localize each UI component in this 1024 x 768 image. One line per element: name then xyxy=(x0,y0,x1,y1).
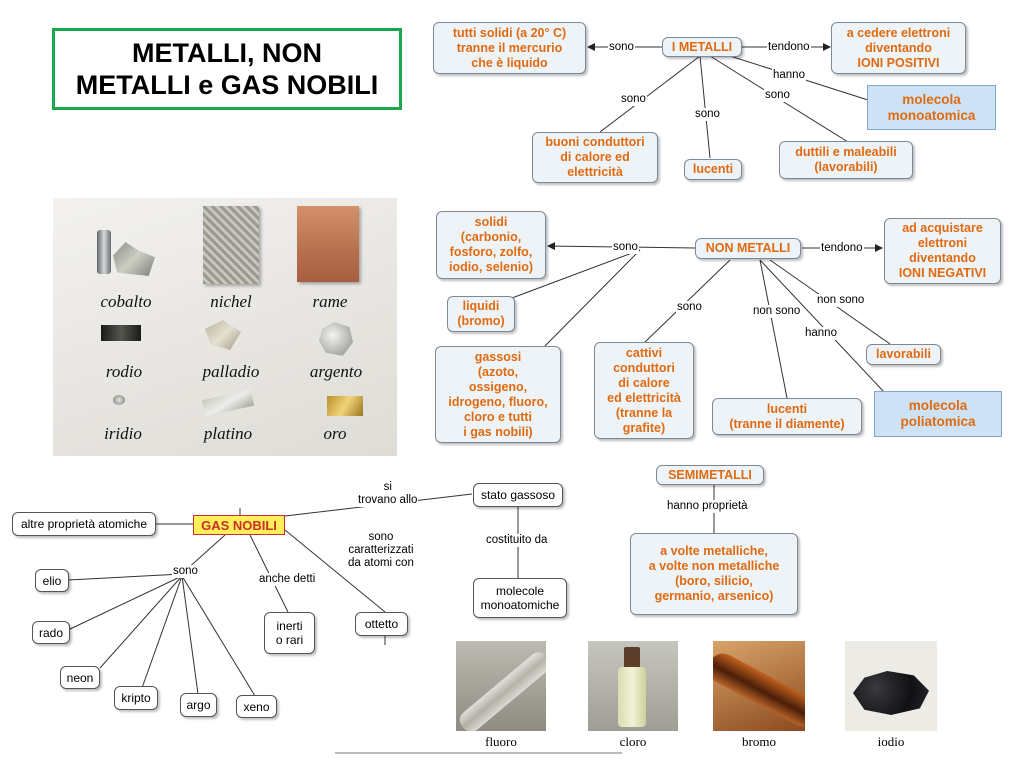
metalli-duttili-node[interactable]: duttili e maleabili (lavorabili) xyxy=(779,141,913,179)
nonmetalli-label-hanno: hanno xyxy=(804,327,838,340)
nonmetalli-cattivi-node[interactable]: cattivi conduttori di calore ed elettric… xyxy=(594,342,694,439)
link-sono-argo xyxy=(181,575,199,695)
cobalto-sample xyxy=(93,222,155,282)
link-metalli-conduttori xyxy=(599,55,701,133)
nonmetalli-label-non-sono-a: non sono xyxy=(752,305,802,318)
page-title-line2: METALLI e GAS NOBILI xyxy=(75,70,379,100)
link-nonmetalli-lucenti xyxy=(759,259,788,399)
rame-sample xyxy=(297,206,359,282)
link-sono-kripto xyxy=(141,575,183,689)
iridio-sample xyxy=(113,395,125,405)
argento-sample xyxy=(319,322,353,356)
metalli-molecola-node[interactable]: molecola monoatomica xyxy=(867,85,996,130)
oro-sample xyxy=(327,396,363,416)
gas-stato-gassoso-node[interactable]: stato gassoso xyxy=(473,483,563,507)
caption-bromo: bromo xyxy=(742,734,776,749)
nonmetalli-label-sono-mid: sono xyxy=(676,301,703,314)
gas-label-sono: sono xyxy=(172,565,199,578)
link-metalli-lucenti xyxy=(699,55,711,159)
semimetalli-desc-node[interactable]: a volte metalliche, a volte non metallic… xyxy=(630,533,798,615)
metal-name-palladio: palladio xyxy=(202,362,260,381)
metal-name-rame: rame xyxy=(312,292,348,311)
metalli-label-sono-a: sono xyxy=(620,93,647,106)
gas-label-caratterizzati: sono caratterizzati da atomi con xyxy=(347,531,415,570)
gas-element-xeno[interactable]: xeno xyxy=(236,695,277,718)
gas-element-neon[interactable]: neon xyxy=(60,666,100,689)
nonmetalli-label-sono-left: sono xyxy=(612,241,639,254)
palladio-sample xyxy=(205,320,241,350)
metalli-conduttori-node[interactable]: buoni conduttori di calore ed elettricit… xyxy=(532,132,658,183)
gas-nobili-root-node[interactable]: GAS NOBILI xyxy=(193,515,285,535)
metalli-ioni-node[interactable]: a cedere elettroni diventando IONI POSIT… xyxy=(831,22,966,74)
nonmetalli-liquidi-node[interactable]: liquidi (bromo) xyxy=(447,296,515,332)
link-sono-xeno xyxy=(181,575,256,697)
gas-element-argo[interactable]: argo xyxy=(180,693,217,717)
nonmetalli-gassosi-node[interactable]: gassosi (azoto, ossigeno, idrogeno, fluo… xyxy=(435,346,561,443)
gas-inerti-node[interactable]: inerti o rari xyxy=(264,612,315,654)
metals-photo: cobalto nichel rame rodio palladio argen… xyxy=(53,198,397,456)
gas-label-si-trovano: si trovano allo xyxy=(357,481,419,507)
gas-element-kripto[interactable]: kripto xyxy=(114,686,158,710)
gas-label-costituito: costituito da xyxy=(485,534,549,547)
nonmetalli-ioni-node[interactable]: ad acquistare elettroni diventando IONI … xyxy=(884,218,1001,284)
gas-element-elio[interactable]: elio xyxy=(35,569,69,592)
nonmetalli-lucenti-node[interactable]: lucenti (tranne il diamente) xyxy=(712,398,862,435)
metalli-root-node[interactable]: I METALLI xyxy=(662,37,742,57)
caption-iodio: iodio xyxy=(877,734,905,749)
link-nonmetalli-gassosi xyxy=(544,249,641,347)
nonmetalli-molecola-node[interactable]: molecola poliatomica xyxy=(874,391,1002,437)
metalli-label-sono-b: sono xyxy=(694,108,721,121)
link-sono-rado xyxy=(67,575,183,631)
nonmetalli-root-node[interactable]: NON METALLI xyxy=(695,238,801,259)
link-nonmetalli-liquidi xyxy=(511,249,641,299)
metal-name-oro: oro xyxy=(323,424,347,443)
bromo-photo xyxy=(713,641,805,731)
metalli-label-sono-left: sono xyxy=(608,41,635,54)
gas-altre-proprieta-node[interactable]: altre proprietà atomiche xyxy=(12,512,156,536)
nichel-sample xyxy=(203,206,259,284)
gas-label-anche-detti: anche detti xyxy=(258,573,317,586)
link-sono-elio xyxy=(67,573,183,581)
page-title: METALLI, NON METALLI e GAS NOBILI xyxy=(52,28,402,110)
nonmetalli-lavorabili-node[interactable]: lavorabili xyxy=(866,344,941,365)
metalli-label-hanno: hanno xyxy=(772,69,806,82)
caption-cloro: cloro xyxy=(619,734,647,749)
fluoro-photo xyxy=(456,641,546,731)
metal-name-iridio: iridio xyxy=(104,424,142,443)
link-sono-neon xyxy=(99,575,183,669)
platino-sample xyxy=(201,389,255,417)
metal-name-argento: argento xyxy=(309,362,363,381)
metal-name-rodio: rodio xyxy=(105,362,143,381)
metalli-label-sono-c: sono xyxy=(764,89,791,102)
semimetalli-label-hanno: hanno proprietà xyxy=(666,500,749,513)
page-title-line1: METALLI, NON xyxy=(132,38,322,68)
nonmetalli-label-tendono: tendono xyxy=(820,242,864,255)
metal-name-platino: platino xyxy=(203,424,253,443)
link-gas-sono xyxy=(185,534,226,571)
gas-element-rado[interactable]: rado xyxy=(32,621,70,644)
metalli-label-tendono: tendono xyxy=(767,41,811,54)
nonmetalli-solidi-node[interactable]: solidi (carbonio, fosforo, zolfo, iodio,… xyxy=(436,211,546,279)
caption-fluoro: fluoro xyxy=(485,734,517,749)
metalli-stato-node[interactable]: tutti solidi (a 20° C) tranne il mercuri… xyxy=(433,22,586,74)
metal-name-nichel: nichel xyxy=(210,292,252,311)
nonmetalli-label-non-sono-b: non sono xyxy=(816,294,866,307)
gas-ottetto-node[interactable]: ottetto xyxy=(355,612,408,636)
rodio-sample xyxy=(101,325,141,341)
metal-name-cobalto: cobalto xyxy=(100,292,152,311)
link-nonmetalli-molecola xyxy=(759,259,885,393)
gas-molecole-node[interactable]: molecole monoatomiche xyxy=(473,578,567,618)
iodio-photo xyxy=(845,641,937,731)
metalli-lucenti-node[interactable]: lucenti xyxy=(684,159,742,180)
link-gas-ottetto xyxy=(284,529,386,613)
cloro-photo xyxy=(588,641,678,731)
semimetalli-root-node[interactable]: SEMIMETALLI xyxy=(656,465,764,485)
